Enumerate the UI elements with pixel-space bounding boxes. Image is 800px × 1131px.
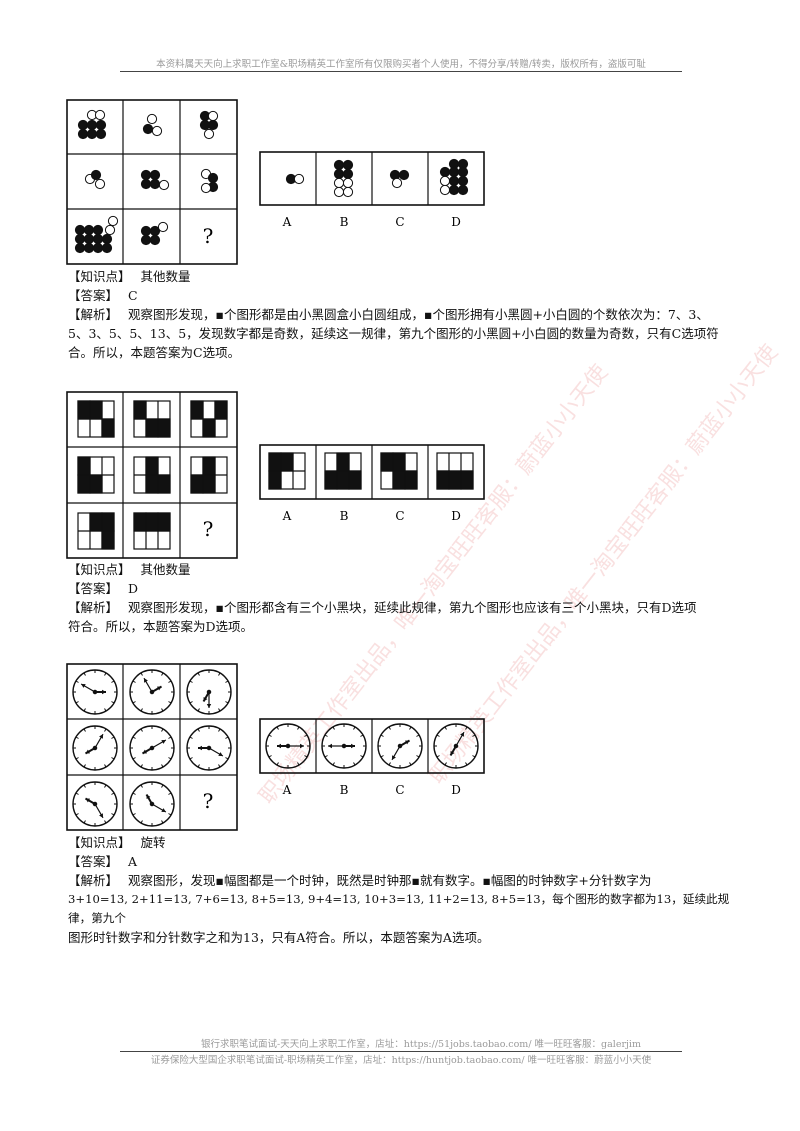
q2-cells: [77, 400, 228, 550]
clock-icon: [433, 723, 479, 769]
q1-cell-7: [74, 215, 119, 254]
q1-cell-1: [77, 109, 107, 140]
clock-icon: [377, 723, 423, 769]
q2-explanation-line-2: 符合。所以，本题答案为D选项。: [68, 619, 254, 634]
q3-grid-figure: ?: [66, 663, 238, 831]
q1-cell-8: [140, 221, 169, 246]
q3-explanation-label: 【解析】: [68, 873, 119, 888]
q1-answer-label: 【答案】: [68, 288, 119, 303]
q1-text: 【知识点】其他数量 【答案】 C 【解析】观察图形发现，▪个图形都是由小黑圆盒小白…: [68, 267, 748, 362]
q2-answer-value: D: [128, 581, 139, 596]
q2-option-d-label: D: [451, 509, 461, 523]
header-divider: [120, 71, 682, 72]
q1-option-b-label: B: [340, 215, 349, 229]
q2-text: 【知识点】其他数量 【答案】 D 【解析】观察图形发现，▪个图形都含有三个小黑块，…: [68, 560, 748, 636]
q3-option-clock-faces: [265, 723, 479, 769]
footer-divider: [120, 1051, 682, 1052]
clock-icon: [129, 781, 175, 827]
q1-option-a-shape: [285, 173, 305, 185]
q3-options-figure: A B C D: [259, 718, 485, 797]
q3-option-d-label: D: [451, 783, 461, 797]
q3-text: 【知识点】旋转 【答案】 A 【解析】观察图形，发现▪幅图都是一个时钟，既然是时钟…: [68, 833, 748, 947]
q2-question-mark: ?: [203, 517, 214, 541]
q3-clock-faces: [72, 669, 232, 827]
q3-option-c-label: C: [395, 783, 404, 797]
q3-explanation-line-1: 【解析】观察图形，发现▪幅图都是一个时钟，既然是时钟那▪就有数字。▪幅图的时钟数…: [68, 873, 652, 888]
q2-explanation-line-1: 【解析】观察图形发现，▪个图形都含有三个小黑块，延续此规律，第九个图形也应该有三…: [68, 600, 697, 615]
footer-line-2: 证券保险大型国企求职笔试面试-职场精英工作室，店址：https://huntjo…: [150, 1055, 652, 1066]
clock-icon: [129, 669, 175, 715]
q2-option-c-label: C: [395, 509, 404, 523]
q2-option-b-label: B: [340, 509, 349, 523]
q3-knowledge-value: 旋转: [140, 835, 166, 850]
clock-icon: [72, 781, 118, 827]
clock-icon: [265, 723, 311, 769]
q1-cell-6: [200, 168, 219, 194]
q3-answer-label: 【答案】: [68, 854, 119, 869]
q3-option-b-label: B: [340, 783, 349, 797]
q2-knowledge-value: 其他数量: [140, 562, 191, 577]
q2-knowledge-label: 【知识点】: [68, 562, 131, 577]
q2-options-figure: A B C D: [259, 444, 485, 523]
q3-knowledge-label: 【知识点】: [68, 835, 131, 850]
q1-options-figure: A B C D: [259, 151, 485, 229]
q1-question-mark: ?: [203, 224, 214, 248]
q2-answer-line: 【答案】 D: [68, 579, 748, 598]
q3-explanation-line-3: 图形时针数字和分针数字之和为13，只有A符合。所以，本题答案为A选项。: [68, 930, 490, 945]
q1-cell-2: [142, 113, 163, 137]
q1-option-d-label: D: [451, 215, 461, 229]
q1-option-c-shape: [389, 169, 410, 189]
q2-answer-label: 【答案】: [68, 581, 119, 596]
q3-answer-value: A: [128, 854, 138, 869]
clock-icon: [72, 669, 118, 715]
q1-answer-line: 【答案】 C: [68, 286, 748, 305]
q3-option-a-label: A: [282, 783, 292, 797]
q1-option-d-shape: [439, 158, 469, 196]
q1-explanation-label: 【解析】: [68, 307, 119, 322]
q1-explanation-line-2: 5、3、5、5、13、5，发现数字都是奇数，延续这一规律，第九个图形的小黑圆+小…: [68, 326, 719, 341]
q2-option-shapes: [268, 452, 474, 490]
q1-option-c-label: C: [395, 215, 404, 229]
q3-knowledge-line: 【知识点】旋转: [68, 833, 748, 852]
q1-explanation-line-3: 合。所以，本题答案为C选项。: [68, 345, 241, 360]
q2-explanation-label: 【解析】: [68, 600, 119, 615]
q3-answer-line: 【答案】 A: [68, 852, 748, 871]
q2-option-a-label: A: [282, 509, 292, 523]
q1-cell-5: [140, 169, 170, 191]
page-header: 本资料属天天向上求职工作室&职场精英工作室所有仅限购买者个人使用，不得分享/转赠…: [156, 59, 646, 70]
q1-grid-figure: ?: [66, 99, 238, 265]
q1-knowledge-value: 其他数量: [140, 269, 191, 284]
clock-icon: [72, 725, 118, 771]
q1-option-a-label: A: [282, 215, 292, 229]
q1-cell-3: [199, 110, 219, 140]
q2-knowledge-line: 【知识点】其他数量: [68, 560, 748, 579]
clock-icon: [186, 669, 232, 715]
q3-question-mark: ?: [203, 789, 214, 813]
clock-icon: [321, 723, 367, 769]
q1-cell-4: [84, 169, 106, 190]
q1-explanation-line-1: 【解析】观察图形发现，▪个图形都是由小黑圆盒小白圆组成，▪个图形拥有小黑圆+小白…: [68, 307, 709, 322]
q1-knowledge-label: 【知识点】: [68, 269, 131, 284]
q1-answer-value: C: [128, 288, 138, 303]
q2-grid-figure: ?: [66, 391, 238, 559]
q1-option-b-shape: [333, 159, 354, 198]
clock-icon: [186, 725, 232, 771]
q1-knowledge-line: 【知识点】其他数量: [68, 267, 748, 286]
footer-line-1: 银行求职笔试面试-天天向上求职工作室，店址：https://51jobs.tao…: [201, 1039, 641, 1050]
clock-icon: [129, 725, 175, 771]
q3-explanation-line-2: 3+10=13, 2+11=13, 7+6=13, 8+5=13, 9+4=13…: [68, 892, 730, 925]
